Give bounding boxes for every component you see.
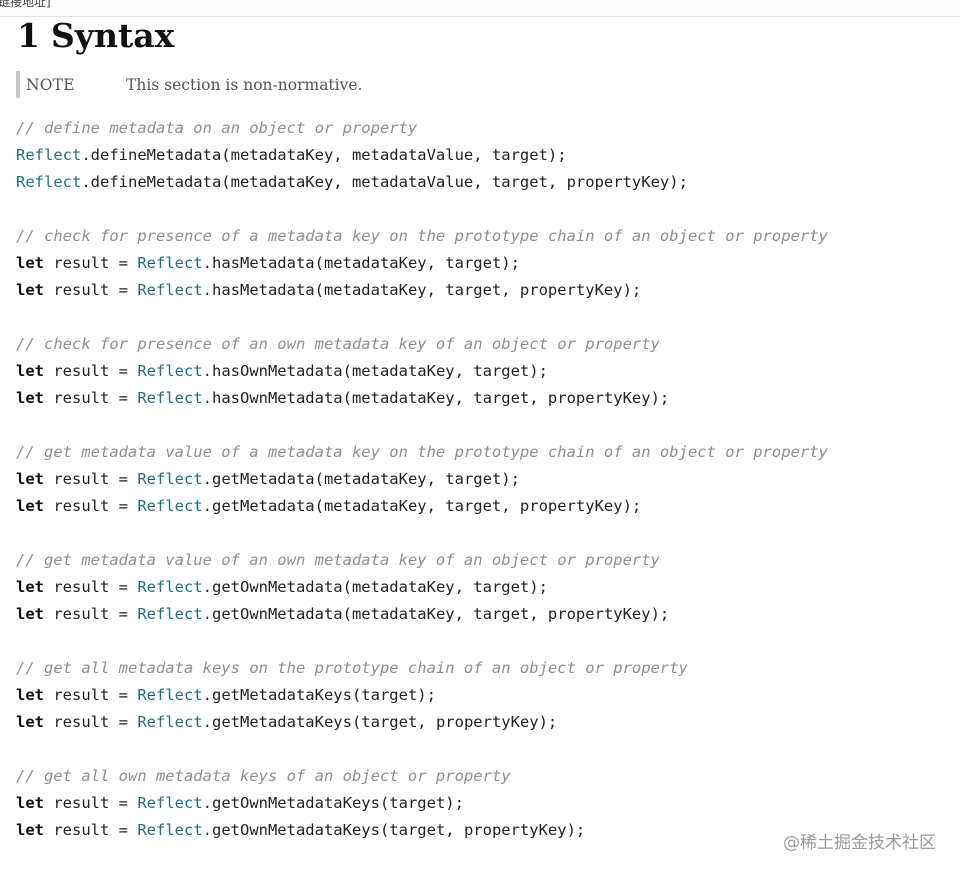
code-keyword: let (16, 497, 44, 515)
code-line (16, 304, 828, 331)
code-text: result = (44, 497, 138, 515)
code-object: Reflect (137, 254, 203, 272)
code-text: .getMetadataKeys(target); (202, 686, 436, 704)
code-text: .getOwnMetadataKeys(target, propertyKey)… (202, 821, 586, 839)
code-text: result = (44, 605, 138, 623)
code-comment: // check for presence of an own metadata… (16, 335, 660, 353)
code-keyword: let (16, 470, 44, 488)
code-line: // get metadata value of a metadata key … (16, 439, 828, 466)
code-object: Reflect (137, 821, 203, 839)
code-line: let result = Reflect.getOwnMetadataKeys(… (16, 790, 828, 817)
code-object: Reflect (137, 362, 203, 380)
code-object: Reflect (137, 605, 203, 623)
code-line: let result = Reflect.getOwnMetadata(meta… (16, 601, 828, 628)
section-heading: 1 Syntax (17, 14, 174, 58)
code-line: // get all own metadata keys of an objec… (16, 763, 828, 790)
code-line: let result = Reflect.getMetadataKeys(tar… (16, 682, 828, 709)
code-text: .getOwnMetadata(metadataKey, target, pro… (202, 605, 670, 623)
watermark: @稀土掘金技术社区 (783, 833, 936, 853)
code-line: let result = Reflect.getMetadata(metadat… (16, 466, 828, 493)
code-object: Reflect (137, 686, 203, 704)
code-text: result = (44, 821, 138, 839)
code-text: .hasOwnMetadata(metadataKey, target, pro… (202, 389, 670, 407)
code-text: result = (44, 389, 138, 407)
code-line: let result = Reflect.hasOwnMetadata(meta… (16, 358, 828, 385)
code-block: // define metadata on an object or prope… (16, 115, 828, 844)
code-object: Reflect (137, 578, 203, 596)
code-text: .getOwnMetadataKeys(target); (202, 794, 464, 812)
code-object: Reflect (137, 794, 203, 812)
code-line: // check for presence of an own metadata… (16, 331, 828, 358)
code-line: let result = Reflect.getMetadataKeys(tar… (16, 709, 828, 736)
code-line (16, 628, 828, 655)
code-text: .defineMetadata(metadataKey, metadataVal… (81, 146, 567, 164)
code-line: Reflect.defineMetadata(metadataKey, meta… (16, 169, 828, 196)
code-object: Reflect (16, 173, 82, 191)
code-line (16, 412, 828, 439)
code-keyword: let (16, 713, 44, 731)
code-text: result = (44, 362, 138, 380)
code-comment: // check for presence of a metadata key … (16, 227, 828, 245)
code-keyword: let (16, 362, 44, 380)
code-text: .defineMetadata(metadataKey, metadataVal… (81, 173, 688, 191)
code-comment: // get metadata value of an own metadata… (16, 551, 660, 569)
code-object: Reflect (137, 281, 203, 299)
code-line: let result = Reflect.hasMetadata(metadat… (16, 250, 828, 277)
code-keyword: let (16, 605, 44, 623)
code-text: .hasMetadata(metadataKey, target, proper… (202, 281, 642, 299)
code-comment: // get all own metadata keys of an objec… (16, 767, 511, 785)
code-text: result = (44, 686, 138, 704)
code-text: .hasMetadata(metadataKey, target); (202, 254, 520, 272)
note-label: NOTE (26, 75, 75, 94)
code-keyword: let (16, 686, 44, 704)
top-bar-text: 链接地址] (0, 0, 51, 9)
code-text: result = (44, 281, 138, 299)
code-keyword: let (16, 254, 44, 272)
code-keyword: let (16, 821, 44, 839)
code-keyword: let (16, 578, 44, 596)
code-line (16, 196, 828, 223)
note-text: This section is non-normative. (126, 75, 363, 94)
code-line: // check for presence of a metadata key … (16, 223, 828, 250)
code-text: .getMetadataKeys(target, propertyKey); (202, 713, 558, 731)
code-text: result = (44, 794, 138, 812)
code-line: let result = Reflect.hasOwnMetadata(meta… (16, 385, 828, 412)
code-line: let result = Reflect.getMetadata(metadat… (16, 493, 828, 520)
code-text: .getMetadata(metadataKey, target); (202, 470, 520, 488)
code-comment: // get metadata value of a metadata key … (16, 443, 828, 461)
code-text: .getMetadata(metadataKey, target, proper… (202, 497, 642, 515)
code-line: // get all metadata keys on the prototyp… (16, 655, 828, 682)
code-text: result = (44, 578, 138, 596)
code-line (16, 736, 828, 763)
code-keyword: let (16, 389, 44, 407)
top-bar: 链接地址] (0, 0, 960, 17)
code-line: Reflect.defineMetadata(metadataKey, meta… (16, 142, 828, 169)
code-line: // get metadata value of an own metadata… (16, 547, 828, 574)
code-keyword: let (16, 794, 44, 812)
section-number: 1 (17, 16, 40, 55)
code-text: .getOwnMetadata(metadataKey, target); (202, 578, 548, 596)
code-line: let result = Reflect.getOwnMetadata(meta… (16, 574, 828, 601)
code-object: Reflect (137, 497, 203, 515)
code-object: Reflect (137, 389, 203, 407)
code-line (16, 520, 828, 547)
code-object: Reflect (137, 470, 203, 488)
code-object: Reflect (137, 713, 203, 731)
code-comment: // get all metadata keys on the prototyp… (16, 659, 688, 677)
note-box: NOTE This section is non-normative. (16, 71, 362, 98)
code-text: result = (44, 254, 138, 272)
code-comment: // define metadata on an object or prope… (16, 119, 418, 137)
code-text: result = (44, 713, 138, 731)
code-text: result = (44, 470, 138, 488)
section-title: Syntax (50, 16, 175, 55)
code-line: let result = Reflect.getOwnMetadataKeys(… (16, 817, 828, 844)
code-text: .hasOwnMetadata(metadataKey, target); (202, 362, 548, 380)
code-object: Reflect (16, 146, 82, 164)
code-line: let result = Reflect.hasMetadata(metadat… (16, 277, 828, 304)
code-line: // define metadata on an object or prope… (16, 115, 828, 142)
code-keyword: let (16, 281, 44, 299)
